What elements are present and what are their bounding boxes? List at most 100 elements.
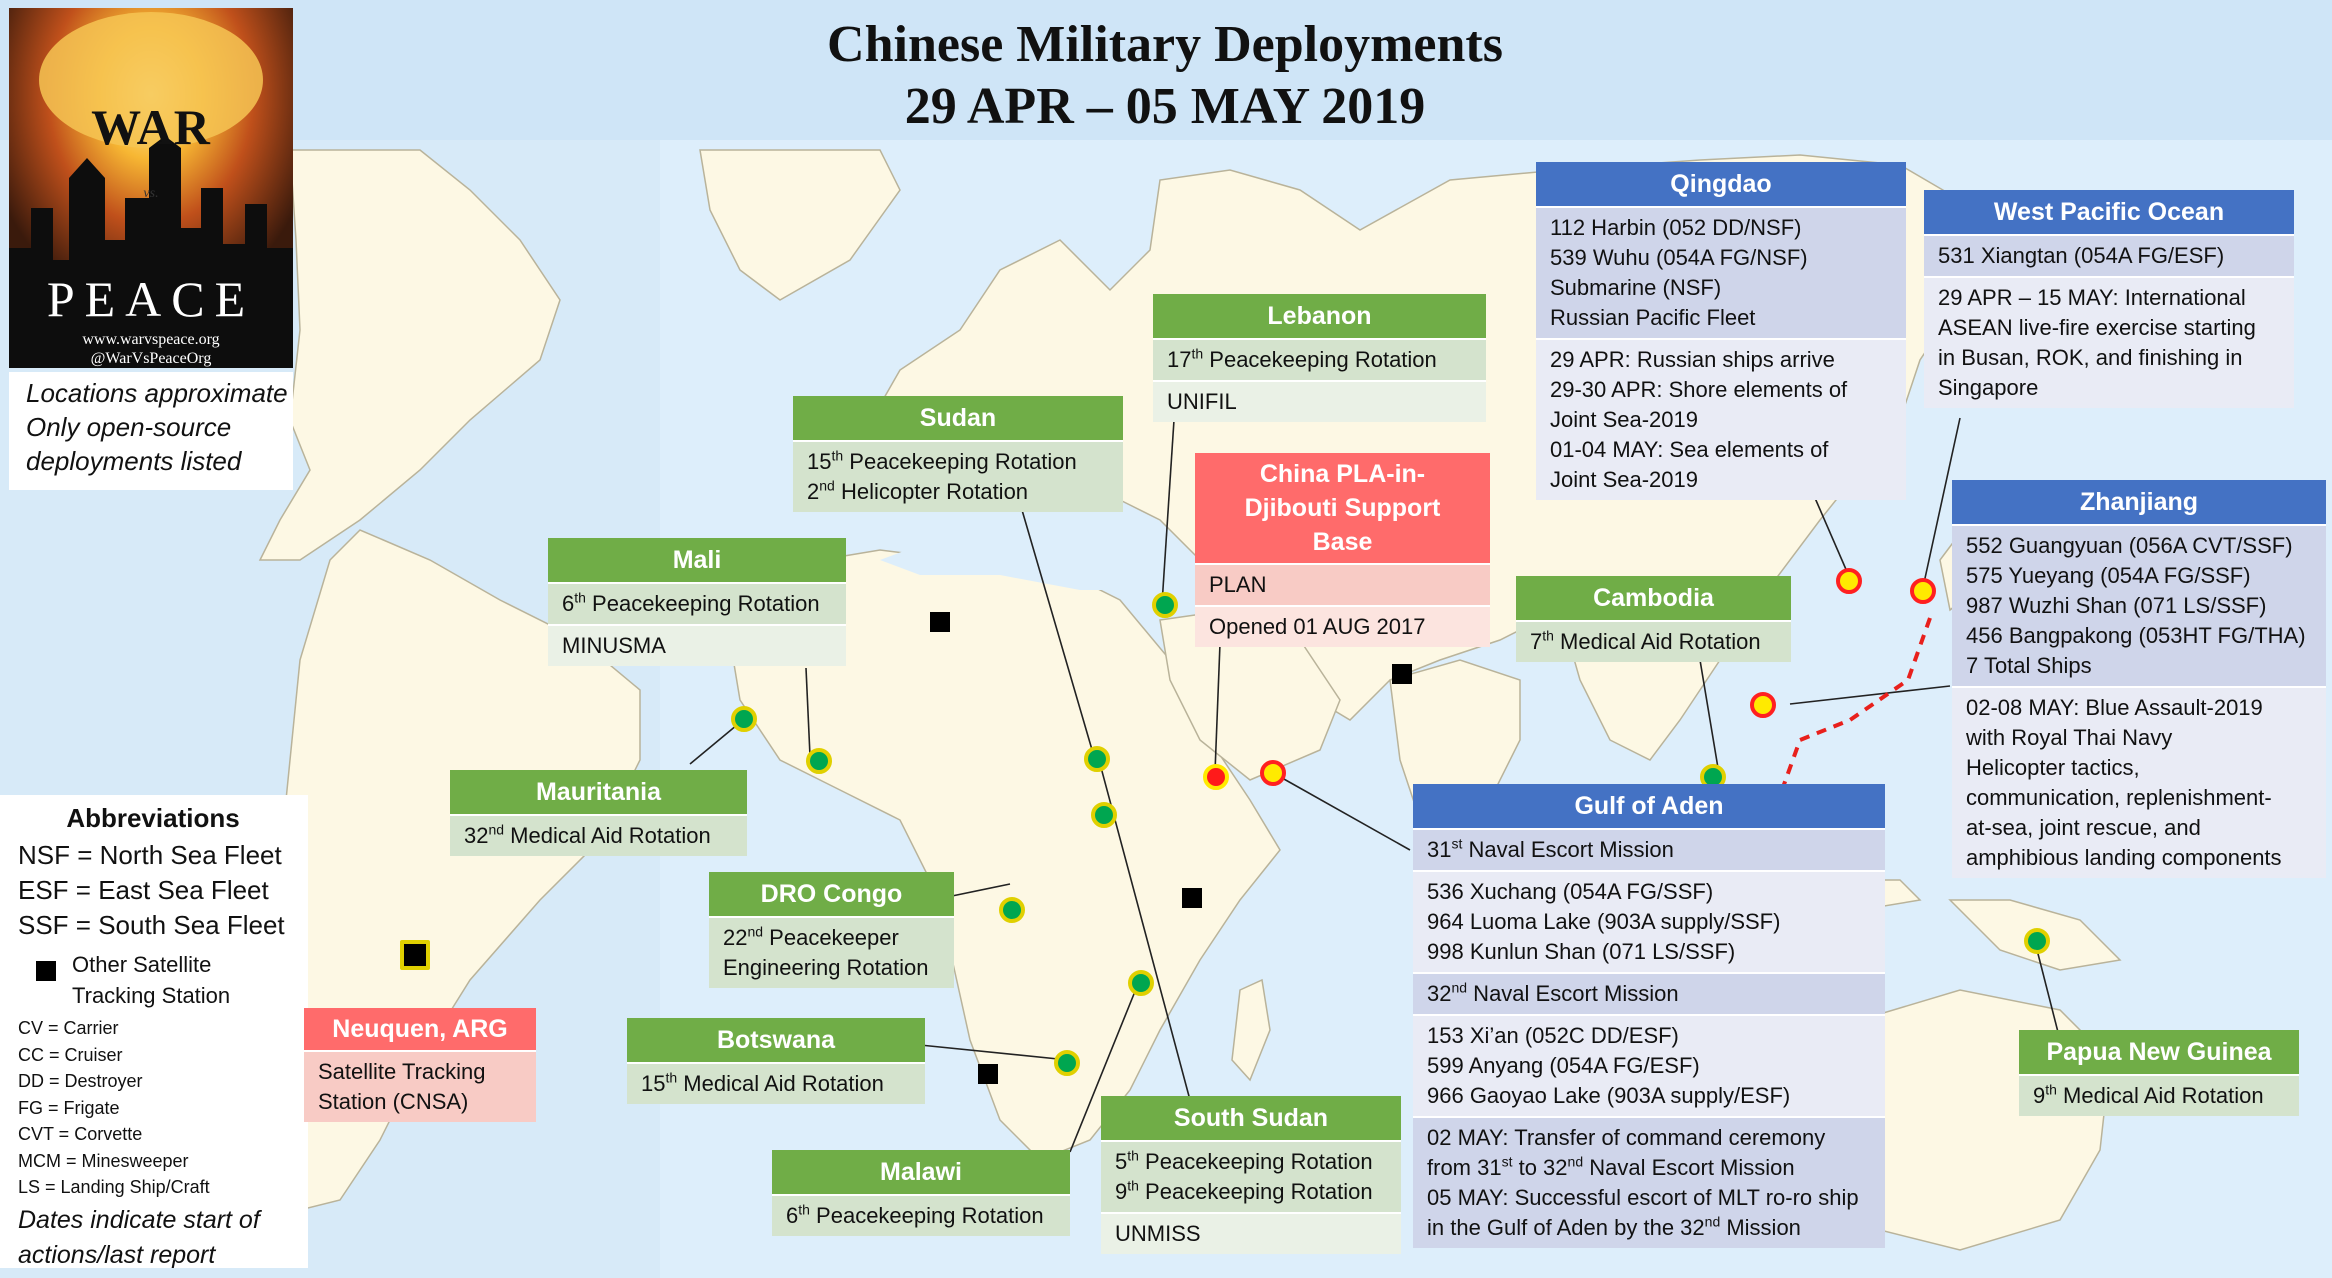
ordinal-suffix: nd: [488, 821, 505, 838]
station-square-icon: [36, 961, 56, 981]
card-djibouti: China PLA-in-Djibouti Support Base PLAN …: [1195, 453, 1490, 647]
ship-line: 966 Gaoyao Lake (903A supply/ESF): [1427, 1083, 1791, 1108]
ship-line: 599 Anyang (054A FG/ESF): [1427, 1053, 1700, 1078]
ordinal-suffix: st: [1501, 1153, 1513, 1170]
station-marker-kenya: [1182, 888, 1202, 908]
rotation-text: Peacekeeping Rotation: [1138, 1179, 1373, 1204]
card-row-32nd-mission: 32nd Naval Escort Mission: [1413, 972, 1885, 1014]
event-line: Joint Sea-2019: [1550, 407, 1698, 432]
event-line: 29 APR: Russian ships arrive: [1550, 347, 1835, 372]
ordinal-suffix: th: [1542, 627, 1554, 644]
marker-lebanon: [1152, 592, 1178, 618]
card-row-rotations: 5th Peacekeeping Rotation 9th Peacekeepi…: [1101, 1140, 1401, 1212]
logo-art: [9, 8, 293, 368]
card-header: Cambodia: [1516, 576, 1791, 620]
rotation-text: Medical Aid Rotation: [2056, 1083, 2264, 1108]
abbr-ls: LS = Landing Ship/Craft: [18, 1177, 210, 1197]
card-row-32nd-ships: 153 Xi’an (052C DD/ESF) 599 Anyang (054A…: [1413, 1014, 1885, 1116]
card-row-mission: MINUSMA: [548, 624, 846, 666]
ship-line: 539 Wuhu (054A FG/NSF): [1550, 245, 1808, 270]
fleet-route: [1780, 617, 1932, 791]
abbreviations-legend: Abbreviations NSF = North Sea Fleet ESF …: [0, 795, 308, 1269]
note-line-3: deployments listed: [26, 446, 242, 476]
card-row-events: 29 APR – 15 MAY: International ASEAN liv…: [1924, 276, 2294, 408]
card-malawi: Malawi 6th Peacekeeping Rotation: [772, 1150, 1070, 1236]
ordinal-suffix: th: [665, 1069, 678, 1086]
rotation-line-2: 2nd Helicopter Rotation: [807, 477, 1109, 507]
ship-line: 153 Xi’an (052C DD/ESF): [1427, 1023, 1679, 1048]
card-row-rotation: 32nd Medical Aid Rotation: [450, 814, 747, 856]
card-header: West Pacific Ocean: [1924, 190, 2294, 234]
card-mauritania: Mauritania 32nd Medical Aid Rotation: [450, 770, 747, 856]
event-line: 02 MAY: Transfer of command ceremony: [1427, 1125, 1826, 1150]
marker-djibouti: [1203, 764, 1229, 790]
logo-url: www.warvspeace.org @WarVsPeaceOrg: [9, 330, 293, 368]
ordinal-suffix: th: [2045, 1081, 2057, 1098]
logo-website: www.warvspeace.org: [82, 331, 220, 348]
ordinal-suffix: th: [1191, 345, 1204, 362]
ship-line: 552 Guangyuan (056A CVT/SSF): [1966, 533, 2293, 558]
abbr-cv: CV = Carrier: [18, 1018, 119, 1038]
marker-sudan: [1084, 746, 1110, 772]
ship-line: 531 Xiangtan (054A FG/ESF): [1938, 243, 2225, 268]
marker-dro-congo: [999, 897, 1025, 923]
ship-line: 456 Bangpakong (053HT FG/THA): [1966, 623, 2306, 648]
rotation-number: 6: [786, 1203, 799, 1228]
card-header: Zhanjiang: [1952, 480, 2326, 524]
event-text: Naval Escort Mission: [1583, 1155, 1795, 1180]
card-row-ships: 531 Xiangtan (054A FG/ESF): [1924, 234, 2294, 276]
abbr-station-label: Other Satellite Tracking Station: [72, 952, 231, 1008]
ordinal-suffix: th: [831, 447, 844, 464]
ordinal-suffix: nd: [1451, 979, 1468, 996]
rotation-text: Medical Aid Rotation: [504, 823, 711, 848]
rotation-text: Medical Aid Rotation: [677, 1071, 884, 1096]
event-line: 29 APR – 15 MAY: International: [1938, 285, 2246, 310]
rotation-number: 2: [807, 479, 820, 504]
event-line: amphibious landing components: [1966, 845, 2282, 870]
rotation-text: Peacekeeping Rotation: [843, 449, 1077, 474]
card-header: Qingdao: [1536, 162, 1906, 206]
card-row-rotation: 9th Medical Aid Rotation: [2019, 1074, 2299, 1116]
abbr-cvt: CVT = Corvette: [18, 1124, 143, 1144]
title-line-2: 29 APR – 05 MAY 2019: [904, 78, 1426, 135]
event-line: at-sea, joint rescue, and: [1966, 815, 2201, 840]
ship-line: 7 Total Ships: [1966, 653, 2092, 678]
card-sudan: Sudan 15th Peacekeeping Rotation 2nd Hel…: [793, 396, 1123, 512]
marker-neuquen: [400, 940, 430, 970]
rotation-text: Peacekeeping Rotation: [1203, 347, 1437, 372]
card-row-mission: UNIFIL: [1153, 380, 1486, 422]
marker-botswana: [1054, 1050, 1080, 1076]
abbr-dd: DD = Destroyer: [18, 1071, 143, 1091]
event-line: in the Gulf of Aden by the 32nd Mission: [1427, 1213, 1871, 1243]
event-line: 01-04 MAY: Sea elements of: [1550, 437, 1829, 462]
card-header: South Sudan: [1101, 1096, 1401, 1140]
station-line-2: Station (CNSA): [318, 1089, 469, 1114]
ship-line: 575 Yueyang (054A FG/SSF): [1966, 563, 2251, 588]
rotation-number: 6: [562, 591, 575, 616]
sea-mediterranean: [880, 530, 1160, 590]
card-row-rotation: 6th Peacekeeping Rotation: [548, 582, 846, 624]
card-row-plan: PLAN: [1195, 563, 1490, 605]
card-header: Lebanon: [1153, 294, 1486, 338]
card-row-events: 02-08 MAY: Blue Assault-2019 with Royal …: [1952, 686, 2326, 878]
rotation-number: 15: [641, 1071, 666, 1096]
rotation-text: Peacekeeper: [763, 925, 899, 950]
rotation-text: Peacekeeping Rotation: [585, 591, 820, 616]
rotation-text: Medical Aid Rotation: [1553, 629, 1761, 654]
marker-mauritania: [731, 706, 757, 732]
card-zhanjiang: Zhanjiang 552 Guangyuan (056A CVT/SSF) 5…: [1952, 480, 2326, 878]
card-header: Botswana: [627, 1018, 925, 1062]
card-row-rotation: 7th Medical Aid Rotation: [1516, 620, 1791, 662]
rotation-line-1: 5th Peacekeeping Rotation: [1115, 1147, 1387, 1177]
land-greenland: [699, 149, 901, 301]
logo-peace: PEACE: [46, 271, 256, 327]
ordinal-suffix: nd: [819, 477, 835, 494]
abbr-station: Other Satellite Tracking Station: [18, 949, 308, 1011]
abbr-esf: ESF = East Sea Fleet: [18, 875, 269, 905]
ship-line: Russian Pacific Fleet: [1550, 305, 1756, 330]
event-line: Singapore: [1938, 375, 2039, 400]
land-madagascar: [1231, 978, 1271, 1082]
marker-papua-new-guinea: [2024, 928, 2050, 954]
marker-gulf-of-aden: [1260, 760, 1286, 786]
